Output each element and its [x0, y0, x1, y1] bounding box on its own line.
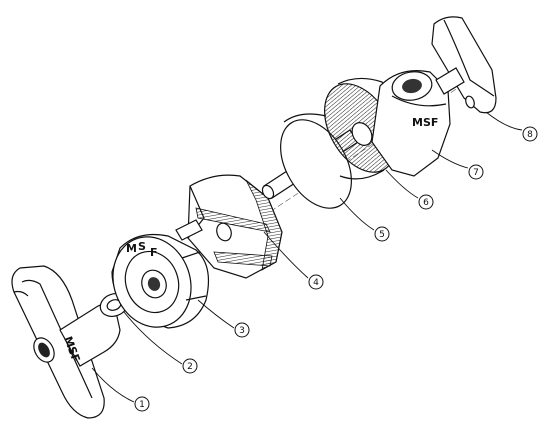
part-1-t-handle: MSF: [11, 265, 121, 419]
callout-4-label: 4: [313, 278, 319, 288]
part-8-small-handle: [431, 16, 497, 114]
callout-1-label: 1: [139, 400, 145, 410]
housing-logo-text: MSF: [412, 116, 438, 129]
callout-6: 6: [385, 169, 434, 210]
callout-8-label: 8: [527, 130, 533, 140]
part-3-front-cap: M S F: [111, 233, 209, 329]
callout-3: 3: [197, 299, 250, 338]
callout-3-label: 3: [239, 326, 245, 336]
part-4-clamp-block: [175, 174, 283, 279]
callout-4: 4: [263, 231, 324, 290]
part-7-housing: MSF: [371, 70, 451, 177]
callout-6-label: 6: [423, 198, 429, 208]
callout-2: 2: [123, 311, 198, 374]
cap-letter-f: F: [150, 246, 158, 259]
cap-letter-s: S: [138, 240, 146, 253]
callout-5-label: 5: [379, 230, 385, 240]
callout-7: 7: [431, 149, 484, 180]
cap-letter-m: M: [126, 242, 137, 255]
callout-8: 8: [485, 111, 538, 142]
callout-7-label: 7: [473, 168, 479, 178]
callout-5: 5: [339, 197, 390, 242]
callout-2-label: 2: [187, 362, 193, 372]
callout-1: 1: [91, 367, 150, 412]
